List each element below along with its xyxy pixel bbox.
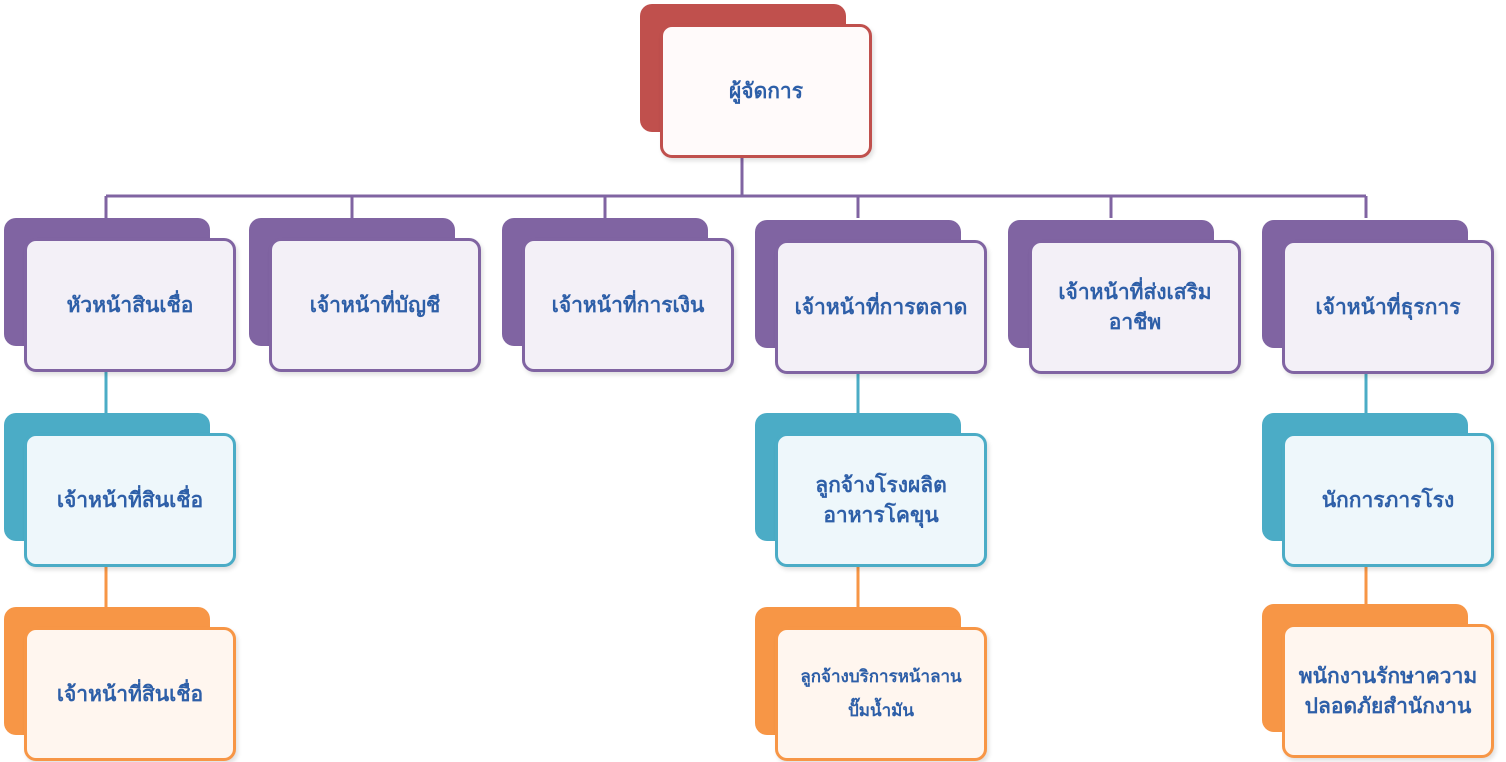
node-credit-officer: เจ้าหน้าที่สินเชื่อ [4, 413, 236, 568]
node-box: เจ้าหน้าที่ส่งเสริมอาชีพ [1029, 240, 1241, 374]
node-label: เจ้าหน้าที่สินเชื่อ [56, 681, 204, 706]
node-gas-station-attendant: ลูกจ้างบริการหน้าลานปั๊มน้ำมัน [755, 607, 987, 761]
node-feed-plant-worker: ลูกจ้างโรงผลิตอาหารโคขุน [755, 413, 987, 568]
node-label: เจ้าหน้าที่บัญชี [309, 292, 441, 317]
node-box: เจ้าหน้าที่บัญชี [269, 238, 481, 372]
node-box: พนักงานรักษาความปลอดภัยสำนักงาน [1282, 624, 1494, 758]
node-box: เจ้าหน้าที่สินเชื่อ [24, 433, 236, 567]
node-credit-officer-2: เจ้าหน้าที่สินเชื่อ [4, 607, 236, 761]
node-manager-label: ผู้จัดการ [728, 78, 804, 103]
node-dept-admin: เจ้าหน้าที่ธุรการ [1262, 220, 1494, 375]
node-box: ลูกจ้างบริการหน้าลานปั๊มน้ำมัน [775, 627, 987, 761]
node-label: เจ้าหน้าที่สินเชื่อ [56, 487, 204, 512]
node-box: หัวหน้าสินเชื่อ [24, 238, 236, 372]
node-dept-finance: เจ้าหน้าที่การเงิน [502, 218, 734, 373]
node-label: เจ้าหน้าที่ส่งเสริมอาชีพ [1058, 279, 1212, 334]
node-box: เจ้าหน้าที่การเงิน [522, 238, 734, 372]
node-label: ลูกจ้างโรงผลิตอาหารโคขุน [815, 472, 947, 527]
node-box: เจ้าหน้าที่สินเชื่อ [24, 627, 236, 761]
node-dept-credit-head: หัวหน้าสินเชื่อ [4, 218, 236, 373]
node-janitor: นักการภารโรง [1262, 413, 1494, 568]
node-label: นักการภารโรง [1321, 487, 1455, 512]
node-label: พนักงานรักษาความปลอดภัยสำนักงาน [1298, 663, 1478, 718]
node-box: เจ้าหน้าที่การตลาด [775, 240, 987, 374]
node-security-guard: พนักงานรักษาความปลอดภัยสำนักงาน [1262, 604, 1494, 758]
node-label: หัวหน้าสินเชื่อ [66, 292, 194, 317]
node-dept-accounting: เจ้าหน้าที่บัญชี [249, 218, 481, 373]
node-label: เจ้าหน้าที่การเงิน [551, 292, 705, 317]
node-dept-marketing: เจ้าหน้าที่การตลาด [755, 220, 987, 375]
node-label: เจ้าหน้าที่การตลาด [794, 294, 968, 319]
node-box: นักการภารโรง [1282, 433, 1494, 567]
node-label: เจ้าหน้าที่ธุรการ [1315, 294, 1461, 319]
node-box: เจ้าหน้าที่ธุรการ [1282, 240, 1494, 374]
node-manager-box: ผู้จัดการ [660, 24, 872, 158]
node-manager: ผู้จัดการ [640, 4, 872, 158]
node-label: ลูกจ้างบริการหน้าลานปั๊มน้ำมัน [800, 667, 962, 721]
node-box: ลูกจ้างโรงผลิตอาหารโคขุน [775, 433, 987, 567]
node-dept-career-promotion: เจ้าหน้าที่ส่งเสริมอาชีพ [1008, 220, 1241, 375]
